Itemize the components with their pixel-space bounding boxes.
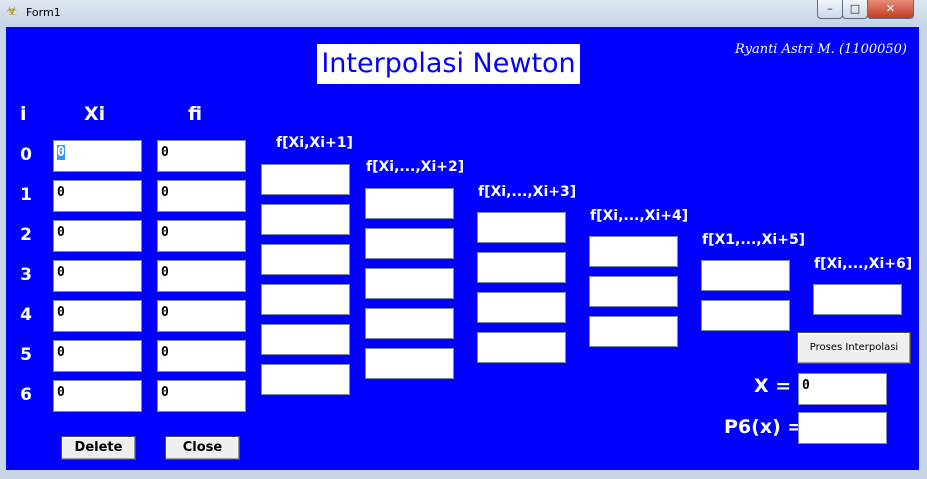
divided-difference-field[interactable] — [365, 308, 454, 339]
x-input[interactable]: 0 — [798, 373, 887, 405]
form-client-area: Interpolasi Newton Ryanti Astri M. (1100… — [6, 27, 919, 470]
fi-input[interactable]: 0 — [157, 340, 246, 372]
row-index-label: 2 — [20, 225, 32, 245]
delete-button[interactable]: Delete — [61, 436, 136, 460]
p6-output[interactable] — [798, 412, 887, 444]
xi-value: 0 — [57, 265, 65, 280]
divided-difference-header: f[Xi,...,Xi+3] — [478, 184, 577, 200]
row-index-label: 6 — [20, 385, 32, 405]
xi-input[interactable]: 0 — [53, 140, 142, 172]
divided-difference-field[interactable] — [477, 292, 566, 323]
maximize-button[interactable]: □ — [842, 0, 868, 19]
fi-input[interactable]: 0 — [157, 180, 246, 212]
row-index-label: 0 — [20, 145, 32, 165]
divided-difference-field[interactable] — [261, 164, 350, 195]
xi-value: 0 — [57, 185, 65, 200]
divided-difference-field[interactable] — [477, 332, 566, 363]
close-window-button[interactable]: ✕ — [867, 0, 914, 19]
x-label: X = — [754, 375, 792, 397]
divided-difference-header: f[Xi,...,Xi+2] — [366, 159, 465, 175]
xi-value: 0 — [57, 345, 65, 360]
row-index-label: 5 — [20, 345, 32, 365]
xi-input[interactable]: 0 — [53, 300, 142, 332]
xi-value: 0 — [57, 145, 65, 160]
i-header: i — [20, 103, 27, 125]
divided-difference-header: f[Xi,...,Xi+6] — [814, 256, 913, 272]
divided-difference-field[interactable] — [261, 324, 350, 355]
divided-difference-field[interactable] — [261, 204, 350, 235]
divided-difference-field[interactable] — [701, 260, 790, 291]
divided-difference-field[interactable] — [365, 348, 454, 379]
divided-difference-header: f[X1,...,Xi+5] — [702, 232, 806, 248]
close-button[interactable]: Close — [165, 436, 240, 460]
xi-header: Xi — [84, 103, 106, 125]
xi-input[interactable]: 0 — [53, 220, 142, 252]
row-index-label: 4 — [20, 305, 32, 325]
proses-interpolasi-button[interactable]: Proses Interpolasi — [797, 332, 911, 364]
fi-input[interactable]: 0 — [157, 380, 246, 412]
divided-difference-field[interactable] — [589, 236, 678, 267]
xi-input[interactable]: 0 — [53, 380, 142, 412]
xi-input[interactable]: 0 — [53, 180, 142, 212]
row-index-label: 3 — [20, 265, 32, 285]
divided-difference-field[interactable] — [365, 268, 454, 299]
fi-input[interactable]: 0 — [157, 260, 246, 292]
divided-difference-field[interactable] — [261, 284, 350, 315]
divided-difference-field[interactable] — [365, 228, 454, 259]
divided-difference-field[interactable] — [813, 284, 902, 315]
fi-header: fi — [188, 103, 203, 125]
app-icon: ☣ — [6, 4, 18, 19]
divided-difference-field[interactable] — [701, 300, 790, 331]
divided-difference-field[interactable] — [477, 212, 566, 243]
title-bar: ☣ Form1 – □ ✕ — [0, 0, 927, 27]
xi-value: 0 — [57, 225, 65, 240]
fi-input[interactable]: 0 — [157, 140, 246, 172]
window-title: Form1 — [26, 6, 61, 19]
divided-difference-header: f[Xi,...,Xi+4] — [590, 208, 689, 224]
xi-input[interactable]: 0 — [53, 260, 142, 292]
divided-difference-header: f[Xi,Xi+1] — [276, 135, 353, 151]
divided-difference-field[interactable] — [589, 316, 678, 347]
row-index-label: 1 — [20, 185, 32, 205]
xi-value: 0 — [57, 305, 65, 320]
divided-difference-field[interactable] — [365, 188, 454, 219]
fi-input[interactable]: 0 — [157, 300, 246, 332]
divided-difference-field[interactable] — [477, 252, 566, 283]
xi-input[interactable]: 0 — [53, 340, 142, 372]
fi-input[interactable]: 0 — [157, 220, 246, 252]
divided-difference-field[interactable] — [261, 364, 350, 395]
p6-label: P6(x) = — [724, 416, 804, 438]
minimize-button[interactable]: – — [817, 0, 843, 19]
author-label: Ryanti Astri M. (1100050) — [735, 42, 907, 57]
divided-difference-field[interactable] — [261, 244, 350, 275]
xi-value: 0 — [57, 385, 65, 400]
divided-difference-field[interactable] — [589, 276, 678, 307]
page-title: Interpolasi Newton — [317, 44, 580, 84]
